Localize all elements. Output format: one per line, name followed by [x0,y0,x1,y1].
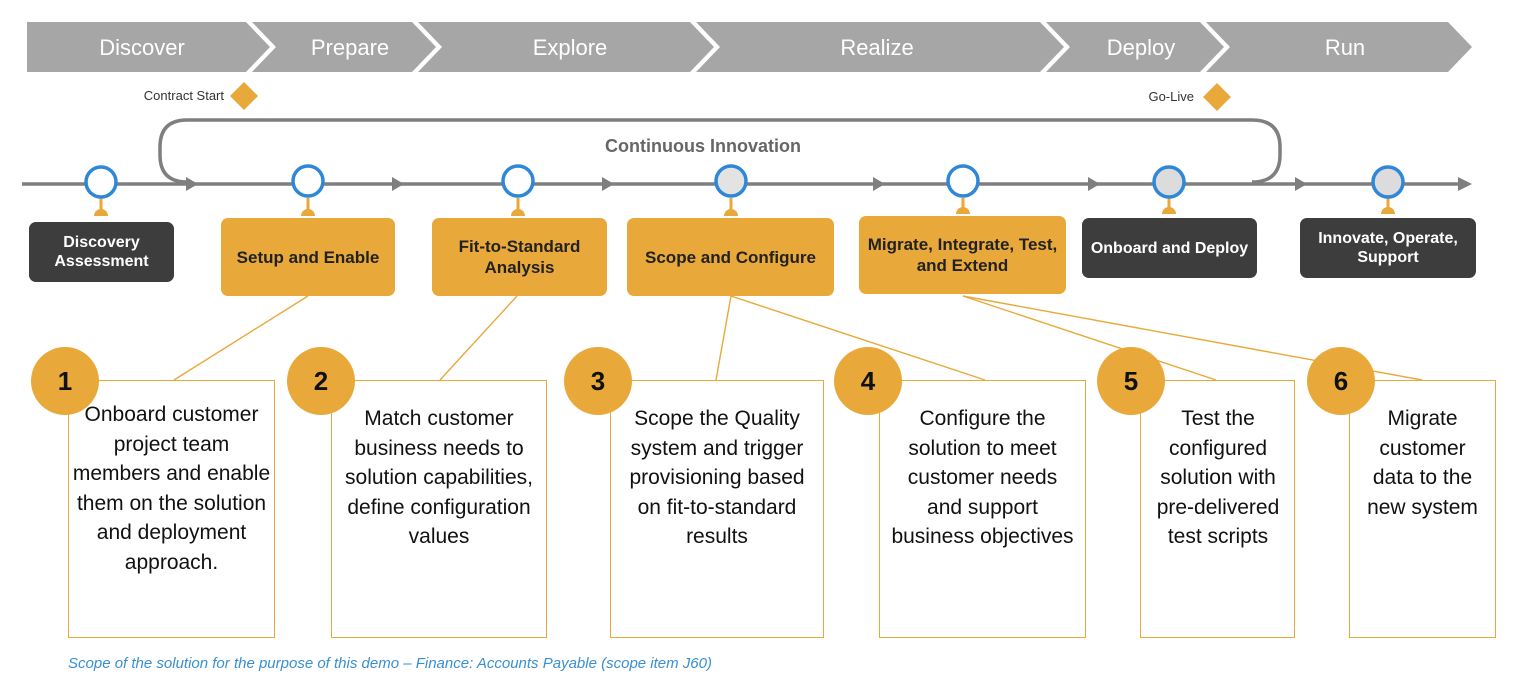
task-card-4 [879,380,1086,638]
task-number-badge-5: 5 [1097,347,1165,415]
timeline-nodes [84,164,1405,216]
timeline-arrowheads [186,177,1472,191]
milestone-go-live-label: Go-Live [1148,89,1194,104]
milestone-contract-start-diamond [230,82,258,110]
loop-title: Continuous Innovation [605,136,801,156]
step-label: Scope and Configure [645,247,816,267]
step-fit-to-standard-analysis: Fit-to-Standard Analysis [432,218,607,296]
arrowhead [1295,177,1307,191]
node-innovate [1371,165,1405,214]
task-text-3: Scope the Quality system and trigger pro… [629,407,805,548]
task-text-5: Test the configured solution with pre-de… [1156,407,1280,548]
node-discovery [84,165,118,216]
step-label: Onboard and Deploy [1090,239,1249,257]
phase-label-explore: Explore [533,35,608,60]
phase-label-discover: Discover [99,35,185,60]
step-label: Fit-to-Standard Analysis [458,237,581,277]
connector-5 [962,295,1217,381]
node-onboard [1152,165,1186,214]
connector-3 [715,295,732,381]
scope-footnote: Scope of the solution for the purpose of… [68,655,712,672]
task-card-1 [68,380,275,638]
task-number-badge-1: 1 [31,347,99,415]
arrowhead [392,177,404,191]
task-number-badge-3: 3 [564,347,632,415]
connector-4 [730,295,986,381]
step-label: Innovate, Operate, Support [1318,230,1458,266]
continuous-innovation-loop [158,118,1282,184]
step-discovery-assessment: Discovery Assessment [29,222,174,282]
arrowhead [1088,177,1100,191]
phase-run [1206,22,1472,72]
phase-bar: Discover Prepare Explore Realize Deploy … [27,22,1472,72]
phase-label-realize: Realize [840,35,913,60]
milestone-contract-start-label: Contract Start [144,88,225,103]
phase-realize [696,22,1064,72]
task-card-6 [1349,380,1496,638]
phase-prepare [252,22,436,72]
arrowhead [873,177,885,191]
task-text-2: Match customer business needs to solutio… [345,407,533,548]
step-scope-and-configure: Scope and Configure [627,218,834,296]
phase-label-deploy: Deploy [1107,35,1175,60]
task-text-1: Onboard customer project team members an… [72,403,271,574]
step-label: Discovery Assessment [54,234,149,270]
task-text-4: Configure the solution to meet customer … [891,407,1074,548]
arrowhead [186,177,198,191]
connector-1 [173,295,309,381]
node-scope [714,164,748,216]
phase-label-prepare: Prepare [311,35,389,60]
phase-label-run: Run [1325,35,1365,60]
task-card-2 [331,380,547,638]
step-setup-and-enable: Setup and Enable [221,218,395,296]
connector-lines [173,295,1423,381]
node-fit-to-standard [501,164,535,216]
step-label: Setup and Enable [236,247,380,267]
task-text-6: Migrate customer data to the new system [1367,407,1478,519]
milestone-go-live-diamond [1203,83,1231,111]
task-number-badge-2: 2 [287,347,355,415]
node-setup [291,164,325,216]
step-onboard-and-deploy: Onboard and Deploy [1082,218,1257,278]
step-label: Migrate, Integrate, Test, and Extend [867,235,1058,275]
phase-discover [27,22,270,72]
phase-explore [418,22,714,72]
task-card-3 [610,380,824,638]
connector-2 [439,295,518,381]
task-card-5 [1140,380,1295,638]
step-migrate-integrate-test-extend: Migrate, Integrate, Test, and Extend [859,216,1066,294]
step-innovate-operate-support: Innovate, Operate, Support [1300,218,1476,278]
phase-deploy [1046,22,1224,72]
arrowhead [602,177,614,191]
task-number-badge-4: 4 [834,347,902,415]
node-migrate [946,164,980,214]
task-number-badge-6: 6 [1307,347,1375,415]
arrowhead [1458,177,1472,191]
